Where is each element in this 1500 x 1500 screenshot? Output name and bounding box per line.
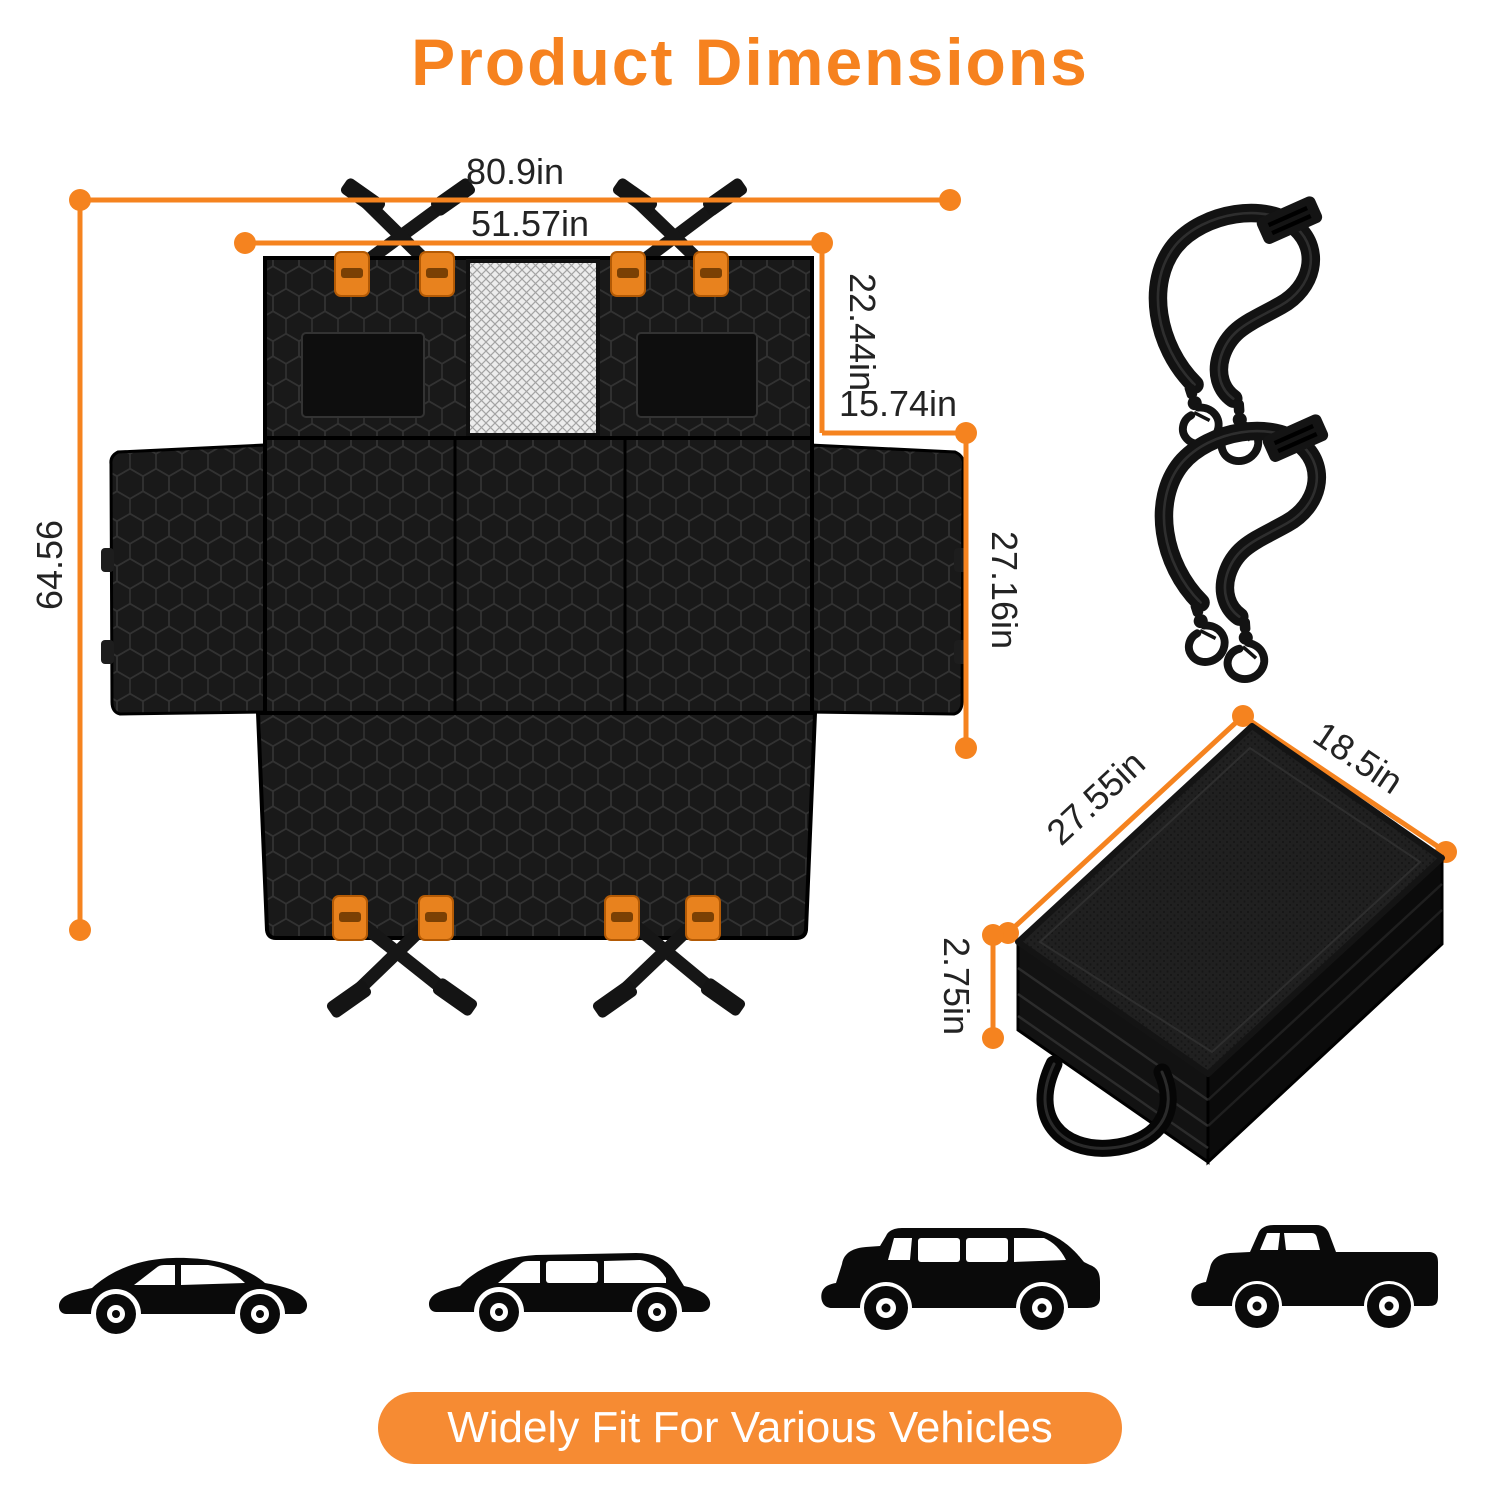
dimension-label-inner-width: 51.57in	[470, 203, 590, 244]
right-side-flap	[808, 443, 965, 716]
tether-strap-icon	[1164, 412, 1330, 680]
banner-pill: Widely Fit For Various Vehicles	[378, 1392, 1122, 1464]
velcro-patch-right	[636, 332, 758, 418]
mesh-window	[466, 259, 600, 437]
sedan-icon	[58, 1257, 308, 1334]
folded-top-seam	[1038, 746, 1422, 1054]
anchor-strap-clips	[326, 978, 746, 1018]
folded-top-face	[1015, 723, 1445, 1077]
dimension-label-folded-thickness: 2.75in	[936, 936, 977, 1036]
front-panel	[255, 711, 818, 940]
folded-product	[1015, 723, 1445, 1166]
dimension-label-backrest-height: 22.44in	[842, 272, 883, 392]
vehicle-icons	[58, 1225, 1438, 1334]
dimension-label-total-length: 64.56	[29, 519, 70, 611]
dimension-label-flap-height: 27.16in	[984, 530, 1025, 650]
velcro-patch-left	[301, 332, 425, 418]
bench-panel	[263, 436, 814, 715]
pickup-truck-icon	[1191, 1225, 1438, 1328]
wagon-icon	[428, 1253, 711, 1332]
page-title: Product Dimensions	[411, 25, 1089, 99]
dimension-line-folded-length	[1006, 714, 1245, 935]
buckle-icons	[332, 251, 729, 941]
dimension-label-flap-width: 15.74in	[838, 383, 958, 424]
dimension-label-outer-width: 80.9in	[465, 151, 565, 192]
suv-icon	[821, 1228, 1100, 1330]
headrest-strap-clips	[340, 178, 748, 216]
left-side-flap	[109, 443, 267, 716]
dimension-line-folded-width	[1241, 713, 1448, 855]
dimension-lines	[69, 189, 1457, 1049]
seat-cover-diagram	[101, 178, 967, 1018]
banner-text: Widely Fit For Various Vehicles	[447, 1403, 1053, 1452]
dimension-endpoint-dots	[69, 189, 1457, 1049]
